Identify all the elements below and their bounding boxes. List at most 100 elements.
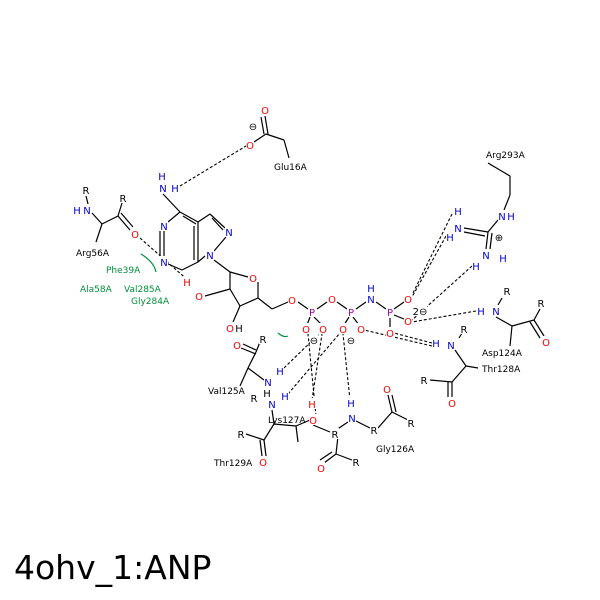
atom-label: O: [233, 341, 241, 352]
atom-label-bg: [386, 327, 394, 338]
atom-label: N: [447, 341, 454, 352]
atom-label-bg: [261, 104, 269, 115]
atom-label: O: [448, 399, 456, 410]
atom-label-bg: [160, 220, 168, 231]
residue-label: Ala58A: [80, 285, 113, 295]
atom-label-bg: [383, 383, 391, 394]
atom-label: H: [281, 392, 289, 403]
atom-label: H: [308, 400, 316, 411]
atom-label: H: [507, 212, 515, 223]
atom-label-bg: [331, 428, 339, 439]
atom-label: R: [408, 419, 415, 430]
atom-label: H: [454, 207, 462, 218]
atom-label: O: [195, 292, 203, 303]
atom-label-bg: [119, 192, 127, 203]
atom-label: H: [276, 367, 284, 378]
atom-label-bg: [432, 337, 440, 348]
atom-label: ⊖: [249, 122, 257, 133]
atom-label: O: [249, 274, 257, 285]
atom-label: N: [492, 307, 499, 318]
atom-label-bg: [73, 204, 81, 215]
atom-label: R: [83, 186, 90, 197]
atom-label-bg: [448, 397, 456, 408]
atom-label-bg: [348, 412, 356, 423]
atom-label-bg: [319, 323, 327, 334]
residue-label: Val125A: [208, 387, 246, 397]
atom-label-bg: [308, 306, 316, 317]
atom-label-bg: [226, 322, 234, 333]
atom-label: N: [268, 400, 275, 411]
atom-label-bg: [259, 333, 267, 344]
atom-label: R: [538, 299, 545, 310]
atom-label-bg: [404, 293, 412, 304]
atom-label: O: [226, 324, 234, 335]
residue-label: Thr128A: [481, 365, 521, 375]
residue-label: Glu16A: [274, 163, 308, 173]
atom-label-bg: [158, 170, 166, 181]
atom-label-bg: [259, 456, 267, 467]
atom-label-bg: [276, 365, 284, 376]
atom-label: R: [260, 335, 267, 346]
atom-label: R: [504, 287, 511, 298]
atom-label-bg: [347, 397, 355, 408]
residue-label: Thr129A: [213, 459, 253, 469]
hydrogen-bond-lines: [139, 145, 477, 417]
atom-label-bg: [495, 231, 503, 242]
atom-label-bg: [386, 306, 394, 317]
atom-label-bg: [288, 294, 296, 305]
atom-label-bg: [367, 293, 375, 304]
atom-label-bg: [498, 210, 506, 221]
atom-label: O: [246, 141, 254, 152]
atom-label: O: [339, 325, 347, 336]
atom-label-bg: [195, 290, 203, 301]
atom-label-bg: [472, 260, 480, 271]
atom-label-bg: [263, 387, 271, 398]
atom-label-bg: [246, 139, 254, 150]
atom-label: ⊕: [495, 233, 503, 244]
residue-label: Gly284A: [131, 297, 170, 307]
residue-label: Lys127A: [268, 416, 306, 426]
atom-label-bg: [131, 228, 139, 239]
atom-label-bg: [413, 305, 427, 316]
atom-label: H: [432, 339, 440, 350]
atom-label-bg: [367, 282, 375, 293]
atom-label: O: [328, 295, 336, 306]
atom-label: O: [288, 296, 296, 307]
atom-label: H: [171, 184, 179, 195]
atom-label-bg: [235, 322, 243, 333]
atom-label: O: [317, 464, 325, 475]
atom-label-bg: [454, 222, 462, 233]
atom-label: O: [261, 106, 269, 117]
atom-label: R: [371, 426, 378, 437]
atom-label: O: [302, 325, 310, 336]
atom-label: ⊖: [310, 336, 318, 347]
atom-label-bg: [237, 428, 245, 439]
atom-label-bg: [503, 285, 511, 296]
atom-label: N: [160, 222, 167, 233]
atom-label-bg: [328, 293, 336, 304]
atom-label-bg: [160, 256, 168, 267]
atom-label-bg: [499, 252, 507, 263]
atom-label: O: [542, 338, 550, 349]
atom-label-bg: [309, 414, 317, 425]
atom-label-bg: [347, 306, 355, 317]
atom-label-bg: [249, 120, 257, 131]
atom-label: R: [332, 430, 339, 441]
residue-label: Arg293A: [486, 151, 526, 161]
hydrophobic-contacts: [140, 253, 289, 338]
atom-label: O: [383, 385, 391, 396]
atom-label-bg: [420, 374, 428, 385]
atom-label: H: [477, 307, 485, 318]
atom-label: N: [83, 206, 90, 217]
atom-label-bg: [460, 323, 468, 334]
atom-label: ⊖: [347, 336, 355, 347]
atom-label-bg: [225, 226, 233, 237]
atom-label-bg: [542, 336, 550, 347]
atom-label: O: [259, 458, 267, 469]
atom-label: H: [158, 172, 166, 183]
atom-label: O: [309, 416, 317, 427]
atom-label-bg: [492, 305, 500, 316]
atom-label: R: [251, 394, 258, 405]
atom-label-bg: [264, 376, 272, 387]
